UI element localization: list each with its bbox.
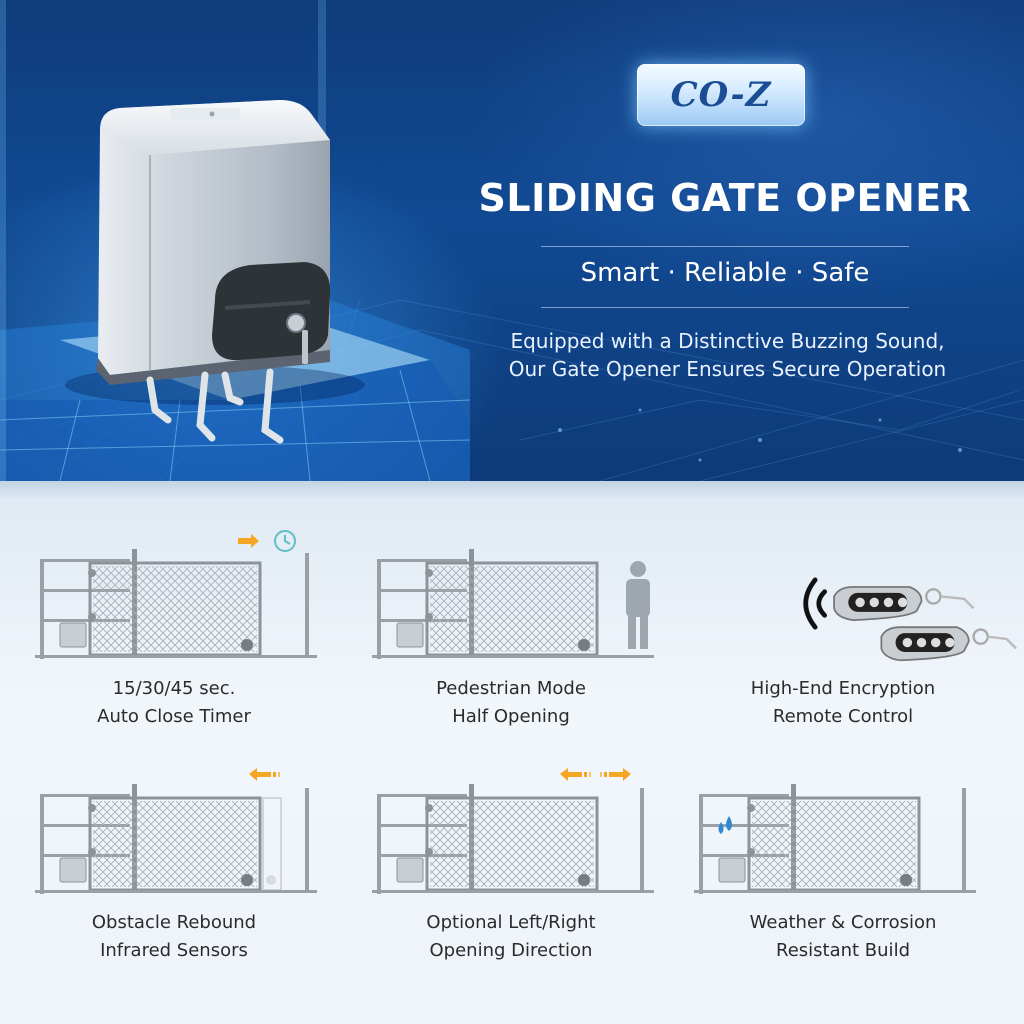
remote-control-icon <box>833 586 975 621</box>
gate-drawing <box>694 784 976 894</box>
auto-close-gate-illustration <box>35 530 317 659</box>
clock-icon <box>274 530 296 552</box>
gate-drawing <box>372 549 654 659</box>
features-section: 15/30/45 sec. Auto Close Timer <box>0 481 1024 1024</box>
brand-logo: CO-Z <box>637 64 805 126</box>
brand-logo-text: CO-Z <box>670 75 772 115</box>
divider <box>541 246 909 247</box>
description-line-2: Our Gate Opener Ensures Secure Operation <box>508 357 947 381</box>
gate-motor-image <box>65 100 365 444</box>
description-line-1: Equipped with a Distinctive Buzzing Soun… <box>510 329 945 353</box>
arrow-right-icon <box>238 534 259 548</box>
remote-control-icon <box>880 626 1017 662</box>
feature-caption-auto-close: 15/30/45 sec. Auto Close Timer <box>97 678 251 727</box>
tagline: Smart · Reliable · Safe <box>580 258 870 288</box>
signal-icon <box>803 577 828 630</box>
left-right-direction-illustration <box>372 768 654 894</box>
weather-resistant-illustration <box>694 784 976 894</box>
feature-caption-pedestrian: Pedestrian Mode Half Opening <box>436 678 586 727</box>
gate-drawing <box>35 784 317 894</box>
arrow-left-icon <box>249 768 280 781</box>
obstacle-rebound-illustration <box>35 768 317 894</box>
page-title: SLIDING GATE OPENER <box>478 176 972 220</box>
pedestrian-icon <box>626 561 650 649</box>
feature-caption-remote: High-End Encryption Remote Control <box>750 678 936 727</box>
gate-drawing <box>35 549 317 659</box>
feature-caption-obstacle: Obstacle Rebound Infrared Sensors <box>91 912 257 961</box>
divider <box>541 307 909 308</box>
section-band <box>0 481 1024 499</box>
feature-caption-weather: Weather & Corrosion Resistant Build <box>749 912 937 961</box>
pedestrian-mode-illustration <box>372 549 654 659</box>
water-drops-icon <box>718 816 732 834</box>
feature-caption-direction: Optional Left/Right Opening Direction <box>426 912 596 961</box>
gate-drawing <box>372 784 654 894</box>
left-right-arrows-icon <box>560 768 631 781</box>
hero-section: CO-Z SLIDING GATE OPENER Smart · Reliabl… <box>0 0 1024 481</box>
remote-control-illustration <box>803 577 1017 662</box>
